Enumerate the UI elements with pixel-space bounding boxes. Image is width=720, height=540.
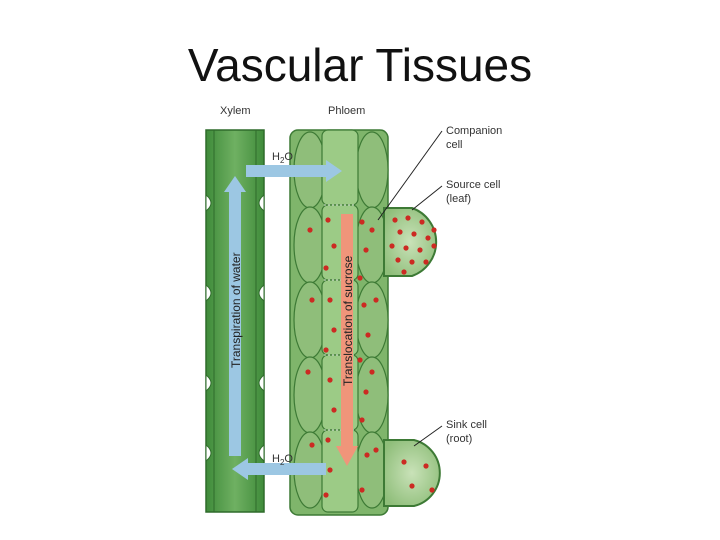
sucrose-dot [431, 243, 437, 249]
sucrose-dot [423, 259, 429, 265]
sucrose-dot [423, 463, 429, 469]
phloem-tube [289, 129, 389, 516]
source-cell-label-line2: (leaf) [446, 193, 471, 205]
sucrose-dot [361, 302, 367, 308]
sucrose-dot [309, 297, 315, 303]
sink-cell-label-line2: (root) [446, 433, 472, 445]
sucrose-dot [357, 275, 363, 281]
sucrose-dot [359, 219, 365, 225]
sucrose-dot [365, 332, 371, 338]
sucrose-dot [331, 243, 337, 249]
sucrose-dot [357, 357, 363, 363]
sucrose-dot [369, 227, 375, 233]
sucrose-dot [373, 297, 379, 303]
sucrose-dot [429, 487, 435, 493]
h2o-bottom-label: H2O [272, 453, 293, 467]
source-cell-label-line1: Source cell [446, 179, 500, 191]
sucrose-dot [327, 297, 333, 303]
sucrose-dot [307, 227, 313, 233]
sucrose-dot [359, 487, 365, 493]
transpiration-arrow [224, 176, 246, 456]
sucrose-dot [389, 243, 395, 249]
water-arrow-top [246, 160, 342, 182]
sucrose-dot [325, 437, 331, 443]
sucrose-dot [417, 247, 423, 253]
sucrose-dot [323, 347, 329, 353]
sucrose-dot [431, 227, 437, 233]
sucrose-dot [305, 369, 311, 375]
sucrose-dot [364, 452, 370, 458]
water-arrow-bottom [232, 458, 326, 480]
companion-cell-label-line1: Companion [446, 125, 502, 137]
sucrose-dot [331, 407, 337, 413]
translocation-arrow [336, 214, 358, 466]
sucrose-dot [331, 327, 337, 333]
sucrose-dot [419, 219, 425, 225]
translocation-label: Translocation of sucrose [341, 255, 355, 386]
sucrose-dot [373, 447, 379, 453]
sucrose-dot [401, 269, 407, 275]
sucrose-dot [323, 492, 329, 498]
slide-title: Vascular Tissues [187, 39, 533, 91]
sucrose-dot [405, 215, 411, 221]
sucrose-dot [363, 247, 369, 253]
sucrose-dot [395, 257, 401, 263]
sink-cell [383, 439, 441, 507]
callout-lines [377, 130, 443, 447]
sucrose-dot [409, 483, 415, 489]
sucrose-dot [369, 369, 375, 375]
sucrose-dot [363, 389, 369, 395]
h2o-top-label: H2O [272, 151, 293, 165]
companion-cell-label-line2: cell [446, 139, 463, 151]
sucrose-dot [403, 245, 409, 251]
sucrose-dot [327, 377, 333, 383]
sucrose-dot [411, 231, 417, 237]
sucrose-dot [309, 442, 315, 448]
sucrose-dot [392, 217, 398, 223]
sucrose-dot [325, 217, 331, 223]
sink-cell-label-line1: Sink cell [446, 419, 487, 431]
sucrose-dot [401, 459, 407, 465]
transpiration-label: Transpiration of water [229, 252, 243, 368]
sucrose-dots [305, 215, 437, 498]
phloem-label: Phloem [328, 105, 365, 117]
sucrose-dot [409, 259, 415, 265]
sucrose-dot [425, 235, 431, 241]
xylem-label: Xylem [220, 105, 251, 117]
sucrose-dot [327, 467, 333, 473]
sucrose-dot [323, 265, 329, 271]
sucrose-dot [359, 417, 365, 423]
sucrose-dot [397, 229, 403, 235]
